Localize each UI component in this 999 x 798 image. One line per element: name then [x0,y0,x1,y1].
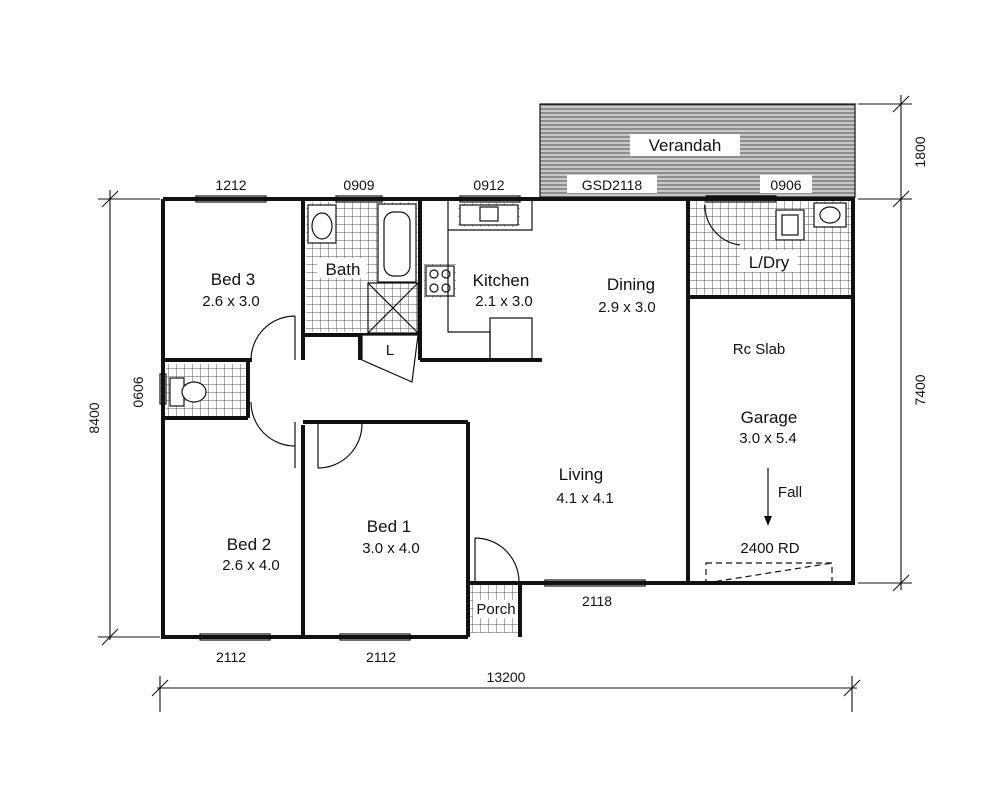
size-kitchen: 2.1 x 3.0 [475,293,533,310]
label-living: Living [559,465,603,484]
label-bed1: Bed 1 [367,517,411,536]
size-bed2: 2.6 x 4.0 [222,557,280,574]
code-bed1-window: 2112 [366,649,396,665]
label-porch: Porch [476,601,515,618]
window-codes: 1212 0909 0912 GSD2118 0906 0606 2118 21… [130,177,802,665]
walls [161,197,855,639]
code-kitchen-window: 0912 [473,177,504,193]
dimension-lines: 13200 8400 1800 7400 [86,95,928,712]
label-bed2: Bed 2 [227,535,271,554]
label-bath: Bath [326,260,361,279]
label-laundry-cupboard: L [386,342,394,359]
label-fall: Fall [778,484,802,501]
dim-verandah-depth: 1800 [912,136,928,167]
room-labels: Bed 3 2.6 x 3.0 Bath L Kitchen 2.1 x 3.0… [202,136,802,618]
label-dining: Dining [607,275,655,294]
code-living-window: 2118 [582,593,612,609]
size-living: 4.1 x 4.1 [556,490,614,507]
dim-garage-depth: 7400 [912,374,928,405]
verandah [539,103,856,198]
code-wc-window: 0606 [130,376,146,407]
code-bed3-window: 1212 [215,177,246,193]
code-bath-window: 0909 [343,177,374,193]
label-ldry: L/Dry [749,253,790,272]
label-garage: Garage [741,408,798,427]
size-bed1: 3.0 x 4.0 [362,540,420,557]
size-garage: 3.0 x 5.4 [739,430,797,447]
dim-overall-depth: 8400 [86,402,102,433]
label-garage-door: 2400 RD [740,540,799,557]
size-dining: 2.9 x 3.0 [598,299,656,316]
code-dining-door: GSD2118 [582,177,643,193]
label-bed3: Bed 3 [211,270,255,289]
label-rc-slab: Rc Slab [733,341,786,358]
dim-overall-width: 13200 [487,669,526,685]
size-bed3: 2.6 x 3.0 [202,293,260,310]
code-bed2-window: 2112 [216,649,246,665]
fixtures [159,195,847,641]
label-verandah: Verandah [649,136,722,155]
code-ldry-window: 0906 [770,177,801,193]
label-kitchen: Kitchen [473,271,530,290]
